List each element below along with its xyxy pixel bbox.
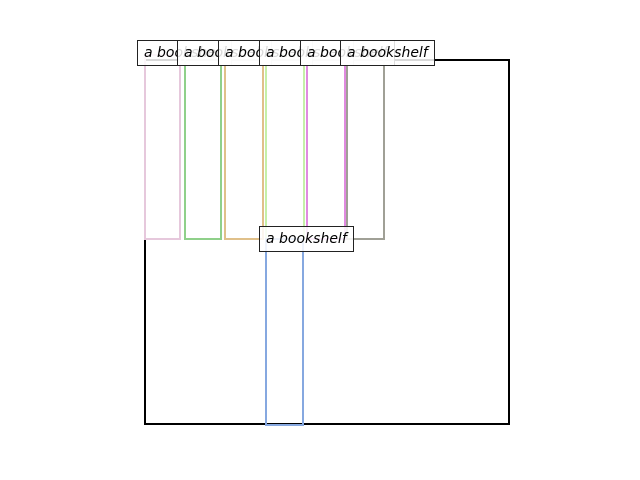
bookshelf-box-4 bbox=[265, 54, 305, 240]
bookshelf-box-1 bbox=[144, 54, 181, 240]
bookshelf-label-6: a bookshelf bbox=[340, 40, 435, 66]
bookshelf-box-6 bbox=[346, 54, 385, 240]
bookshelf-label-7: a bookshelf bbox=[259, 226, 354, 252]
bookshelf-box-7 bbox=[265, 238, 304, 426]
bookshelf-box-2 bbox=[184, 54, 222, 240]
bookshelf-box-5 bbox=[306, 54, 346, 240]
bookshelf-box-3 bbox=[224, 54, 264, 240]
